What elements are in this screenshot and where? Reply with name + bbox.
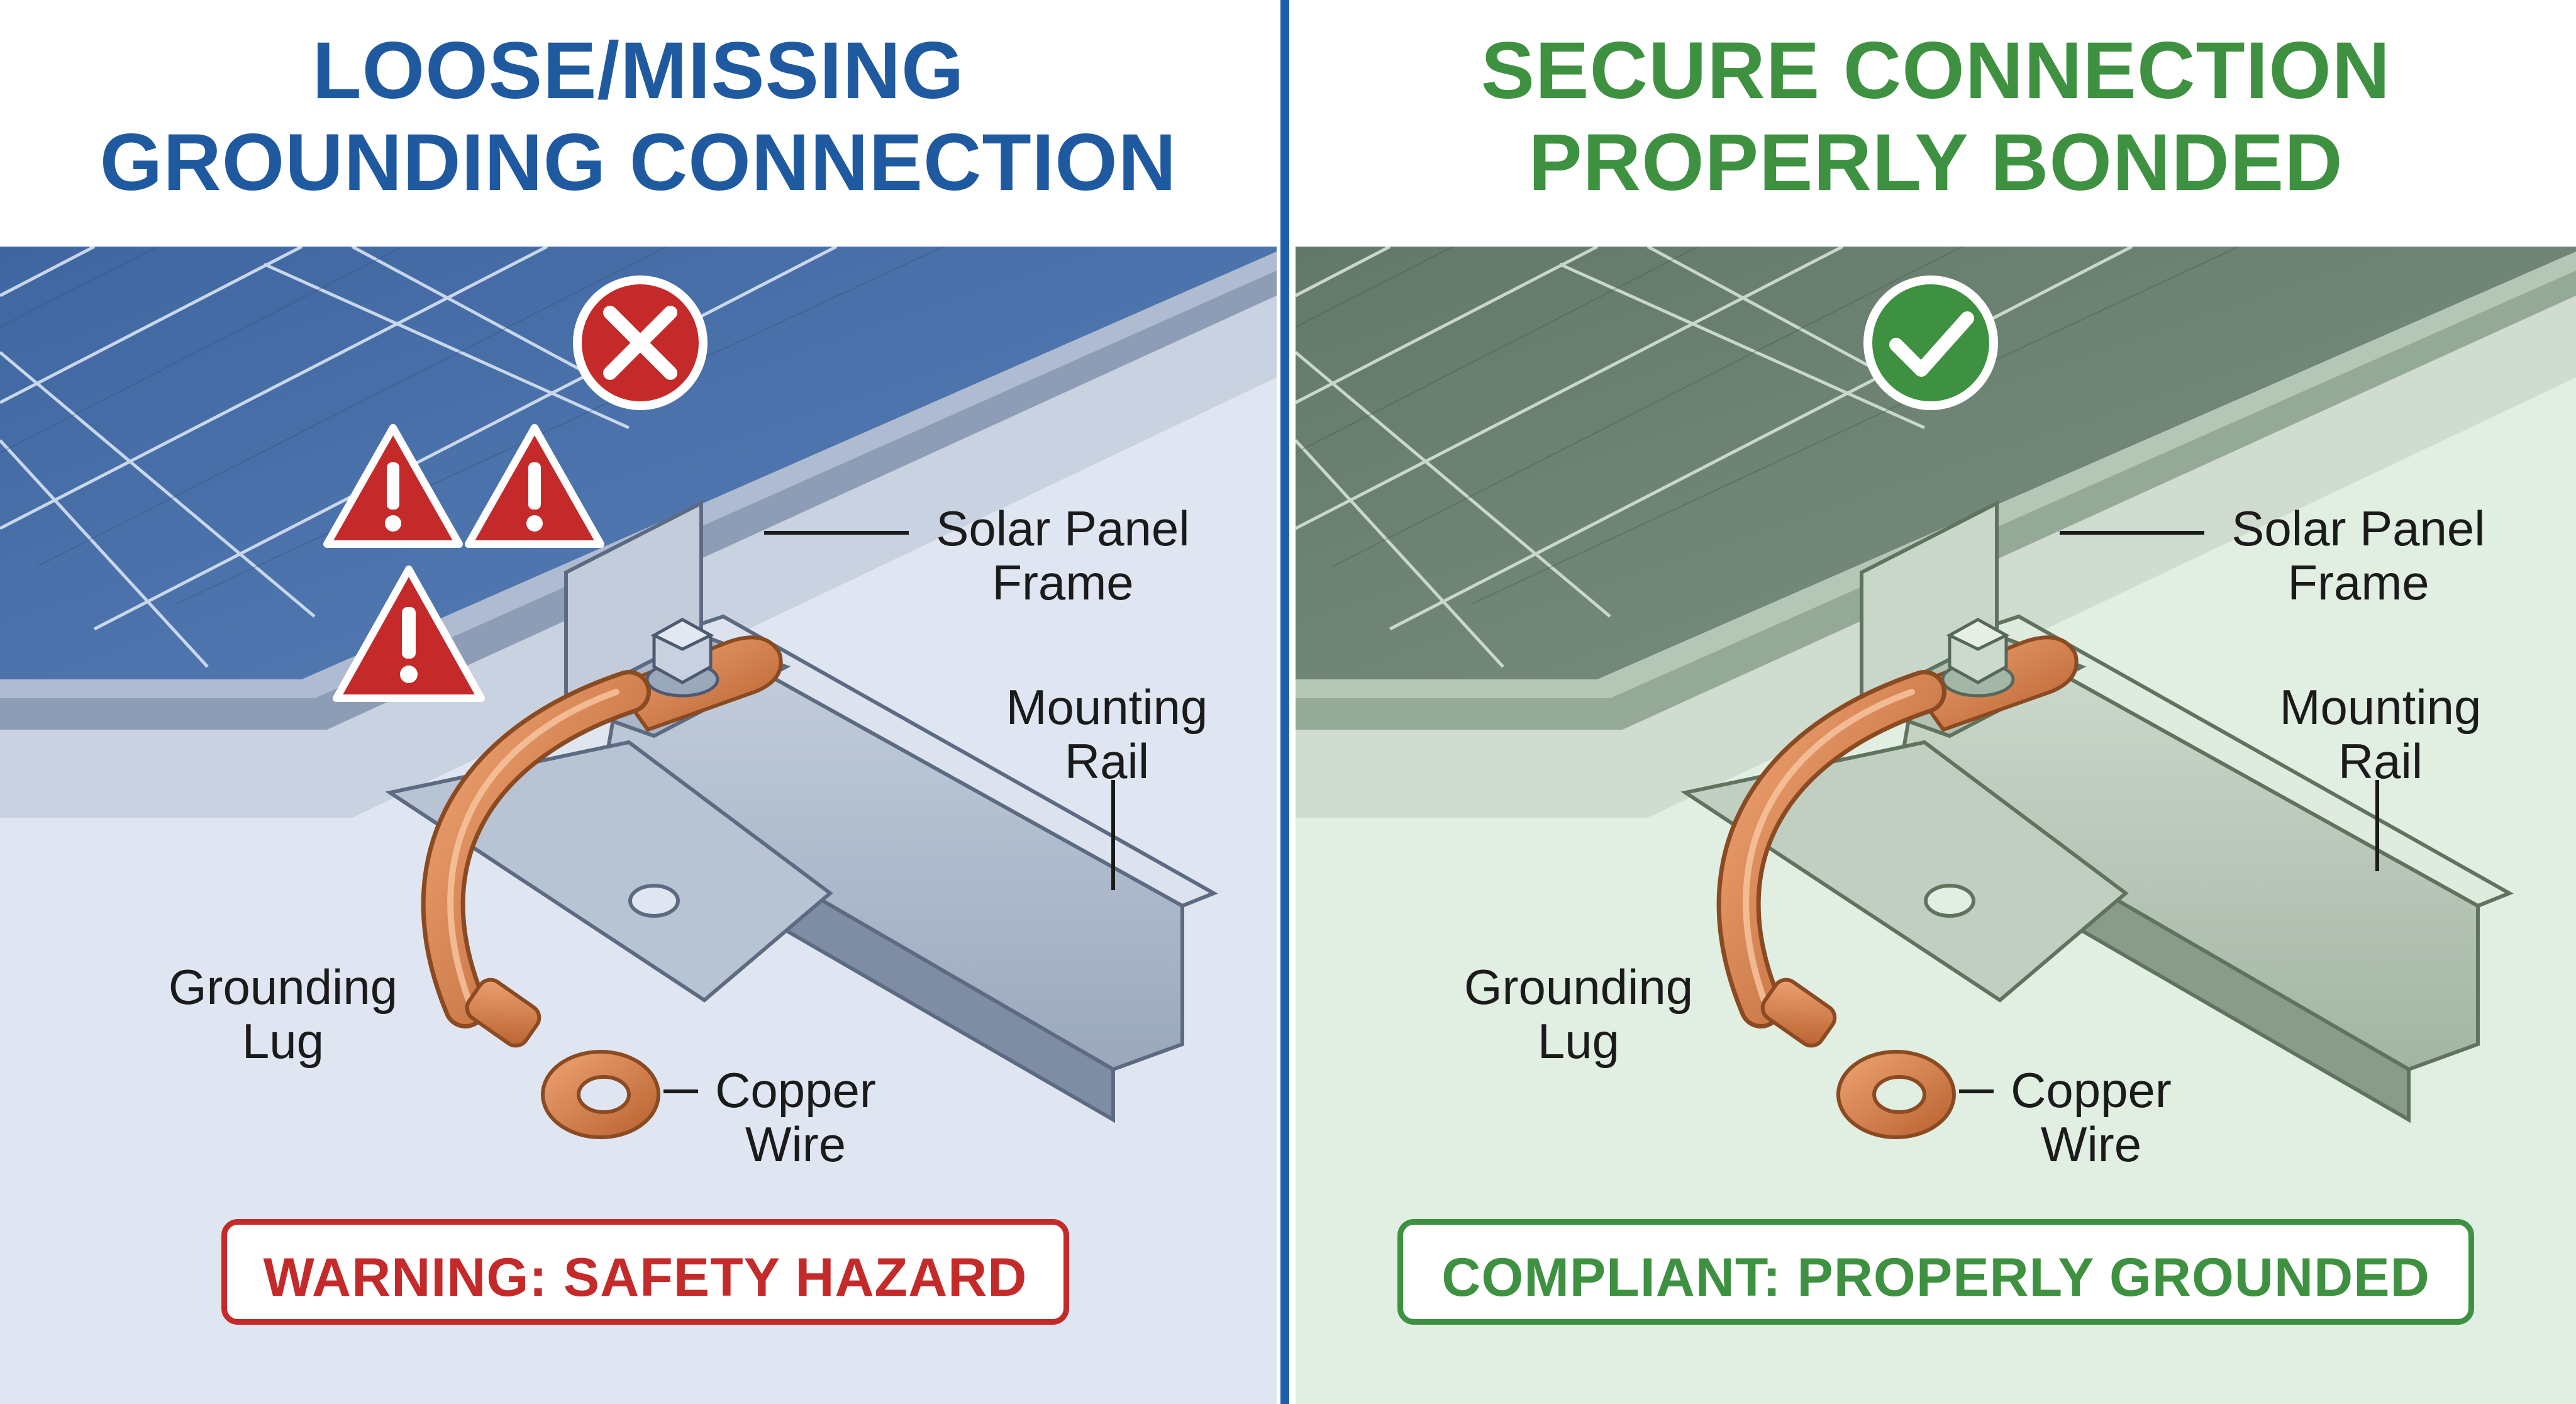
left-label-solar-panel-frame: Solar Panel Frame [936,501,1190,610]
left-leader-lines [663,531,1115,1093]
left-title-line1: LOOSE/MISSING [312,26,965,116]
right-installation-illustration [1296,247,2576,1404]
warning-triangle-icon [465,424,604,548]
right-label-mounting-rail: Mounting Rail [2279,679,2482,789]
left-bolt [645,618,719,698]
right-label-solar-panel-frame: Solar Panel Frame [2231,501,2485,610]
right-solar-panel [1296,247,2576,679]
warning-triangle-icon [333,566,485,702]
right-panel-correct: SECURE CONNECTION PROPERLY BONDED [1296,0,2576,1404]
right-status-badge: COMPLIANT: PROPERLY GROUNDED [1397,1219,2474,1325]
left-label-grounding-lug: Grounding Lug [168,959,398,1069]
left-base-plate [385,740,833,1003]
right-panel-title: SECURE CONNECTION PROPERLY BONDED [1296,25,2576,209]
left-solar-panel [0,247,1277,679]
panel-divider [1277,0,1296,1404]
right-bolt [1941,618,2015,698]
right-label-copper-wire: Copper Wire [2011,1062,2172,1172]
right-base-plate [1680,740,2129,1003]
left-label-copper-wire: Copper Wire [715,1062,876,1172]
left-ring-terminal [465,978,660,1139]
left-title-line2: GROUNDING CONNECTION [99,118,1177,208]
right-title-line2: PROPERLY BONDED [1528,118,2343,208]
check-circle-icon [1863,276,1998,410]
left-label-mounting-rail: Mounting Rail [1006,679,1208,789]
right-cell-grid [1296,247,2133,668]
left-plate-hole [628,884,680,918]
right-ring-terminal [1760,978,1956,1139]
right-plate-hole [1924,884,1975,918]
warning-triangle-icon [323,424,463,548]
left-panel-title: LOOSE/MISSING GROUNDING CONNECTION [0,25,1277,209]
right-leader-lines [1959,531,2379,1093]
x-circle-icon [573,276,708,410]
right-label-grounding-lug: Grounding Lug [1463,959,1694,1069]
left-installation-illustration [0,247,1277,1404]
left-status-badge: WARNING: SAFETY HAZARD [221,1219,1069,1325]
left-panel-incorrect: LOOSE/MISSING GROUNDING CONNECTION [0,0,1277,1404]
right-title-line1: SECURE CONNECTION [1480,26,2391,116]
